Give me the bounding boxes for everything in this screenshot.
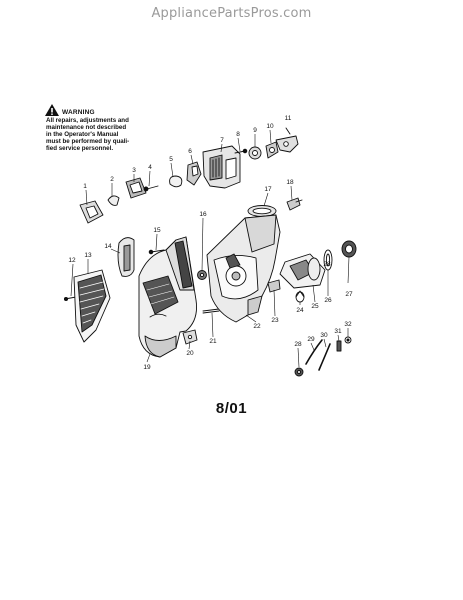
callout-22: 22 bbox=[253, 323, 261, 330]
date-code: 8/01 bbox=[215, 400, 248, 417]
part-7-engine-cover bbox=[202, 145, 241, 189]
part-17-clamp bbox=[247, 205, 277, 217]
callout-9: 9 bbox=[253, 127, 257, 134]
part-8-screw bbox=[234, 148, 248, 154]
part-22-housing-right bbox=[206, 214, 281, 323]
callout-31: 31 bbox=[334, 328, 342, 335]
part-9-washer bbox=[248, 146, 262, 160]
callout-14: 14 bbox=[104, 243, 112, 250]
part-3-switch bbox=[125, 177, 147, 199]
part-31-fitting bbox=[336, 340, 342, 352]
warning-line: must be performed by quali- bbox=[46, 138, 130, 145]
part-12-screw bbox=[63, 296, 77, 302]
warning-line: in the Operator's Manual bbox=[46, 131, 119, 138]
part-25-intake-tube bbox=[279, 253, 326, 289]
callout-32: 32 bbox=[344, 321, 352, 328]
callout-28-seal: 28 bbox=[323, 261, 331, 268]
leader-lines bbox=[70, 129, 350, 368]
part-5-cap bbox=[169, 175, 183, 188]
callout-1: 1 bbox=[83, 183, 87, 190]
warning-line: fied service personnel. bbox=[46, 145, 114, 152]
callout-21: 21 bbox=[209, 338, 217, 345]
callout-20: 20 bbox=[186, 350, 194, 357]
callout-6: 6 bbox=[188, 148, 192, 155]
callout-12: 12 bbox=[68, 257, 76, 264]
callout-30: 30 bbox=[320, 332, 328, 339]
part-16-nut bbox=[197, 270, 207, 280]
part-18-screw bbox=[286, 197, 303, 211]
part-11-screw bbox=[275, 127, 299, 153]
callout-26: 26 bbox=[324, 297, 332, 304]
warning-line: All repairs, adjustments and bbox=[46, 117, 129, 124]
part-15-screw bbox=[148, 249, 165, 255]
callout-4: 4 bbox=[148, 164, 152, 171]
part-24-cap bbox=[295, 290, 305, 303]
warning-triangle-icon bbox=[45, 104, 59, 116]
callout-5: 5 bbox=[169, 156, 173, 163]
part-14-handle bbox=[117, 237, 135, 277]
callout-10: 10 bbox=[266, 123, 274, 130]
callout-18: 18 bbox=[286, 179, 294, 186]
part-27-bearing bbox=[341, 240, 357, 258]
part-20-clip bbox=[182, 329, 198, 345]
callout-27: 27 bbox=[345, 291, 353, 298]
part-30-fuel-line bbox=[318, 343, 331, 371]
part-1-grommet bbox=[79, 200, 104, 224]
callout-15: 15 bbox=[153, 227, 161, 234]
part-28-nut bbox=[294, 367, 304, 377]
warning-title: WARNING bbox=[62, 109, 95, 116]
part-6-bracket bbox=[186, 161, 202, 186]
callout-2: 2 bbox=[110, 176, 114, 183]
callout-7: 7 bbox=[220, 137, 224, 144]
part-21-pin bbox=[202, 308, 220, 314]
callout-17: 17 bbox=[264, 186, 272, 193]
part-2-clip bbox=[107, 195, 120, 206]
callout-29: 29 bbox=[307, 336, 315, 343]
part-23-grommet bbox=[267, 279, 281, 293]
part-10-bracket bbox=[265, 141, 279, 159]
part-29-fuel-line bbox=[305, 339, 323, 365]
site-watermark: AppliancePartsPros.com bbox=[151, 6, 312, 21]
part-19-housing-left bbox=[138, 236, 197, 358]
callout-11: 11 bbox=[285, 115, 292, 122]
callout-16: 16 bbox=[199, 211, 207, 218]
callout-labels: 1 2 3 4 5 6 7 8 9 10 11 12 13 14 15 16 1… bbox=[68, 115, 353, 371]
callout-13: 13 bbox=[84, 252, 92, 259]
callout-8: 8 bbox=[236, 131, 240, 138]
callout-23: 23 bbox=[271, 317, 279, 324]
callout-25: 25 bbox=[311, 303, 319, 310]
callout-19: 19 bbox=[143, 364, 151, 371]
callout-24: 24 bbox=[296, 307, 304, 314]
callout-3: 3 bbox=[132, 167, 136, 174]
part-4-screw bbox=[143, 185, 159, 192]
warning-text: All repairs, adjustments and maintenance… bbox=[46, 117, 142, 152]
part-13-filter-cover bbox=[73, 269, 111, 343]
part-32-nut bbox=[344, 336, 352, 344]
callout-28: 28 bbox=[294, 341, 302, 348]
warning-line: maintenance not described bbox=[46, 124, 127, 131]
